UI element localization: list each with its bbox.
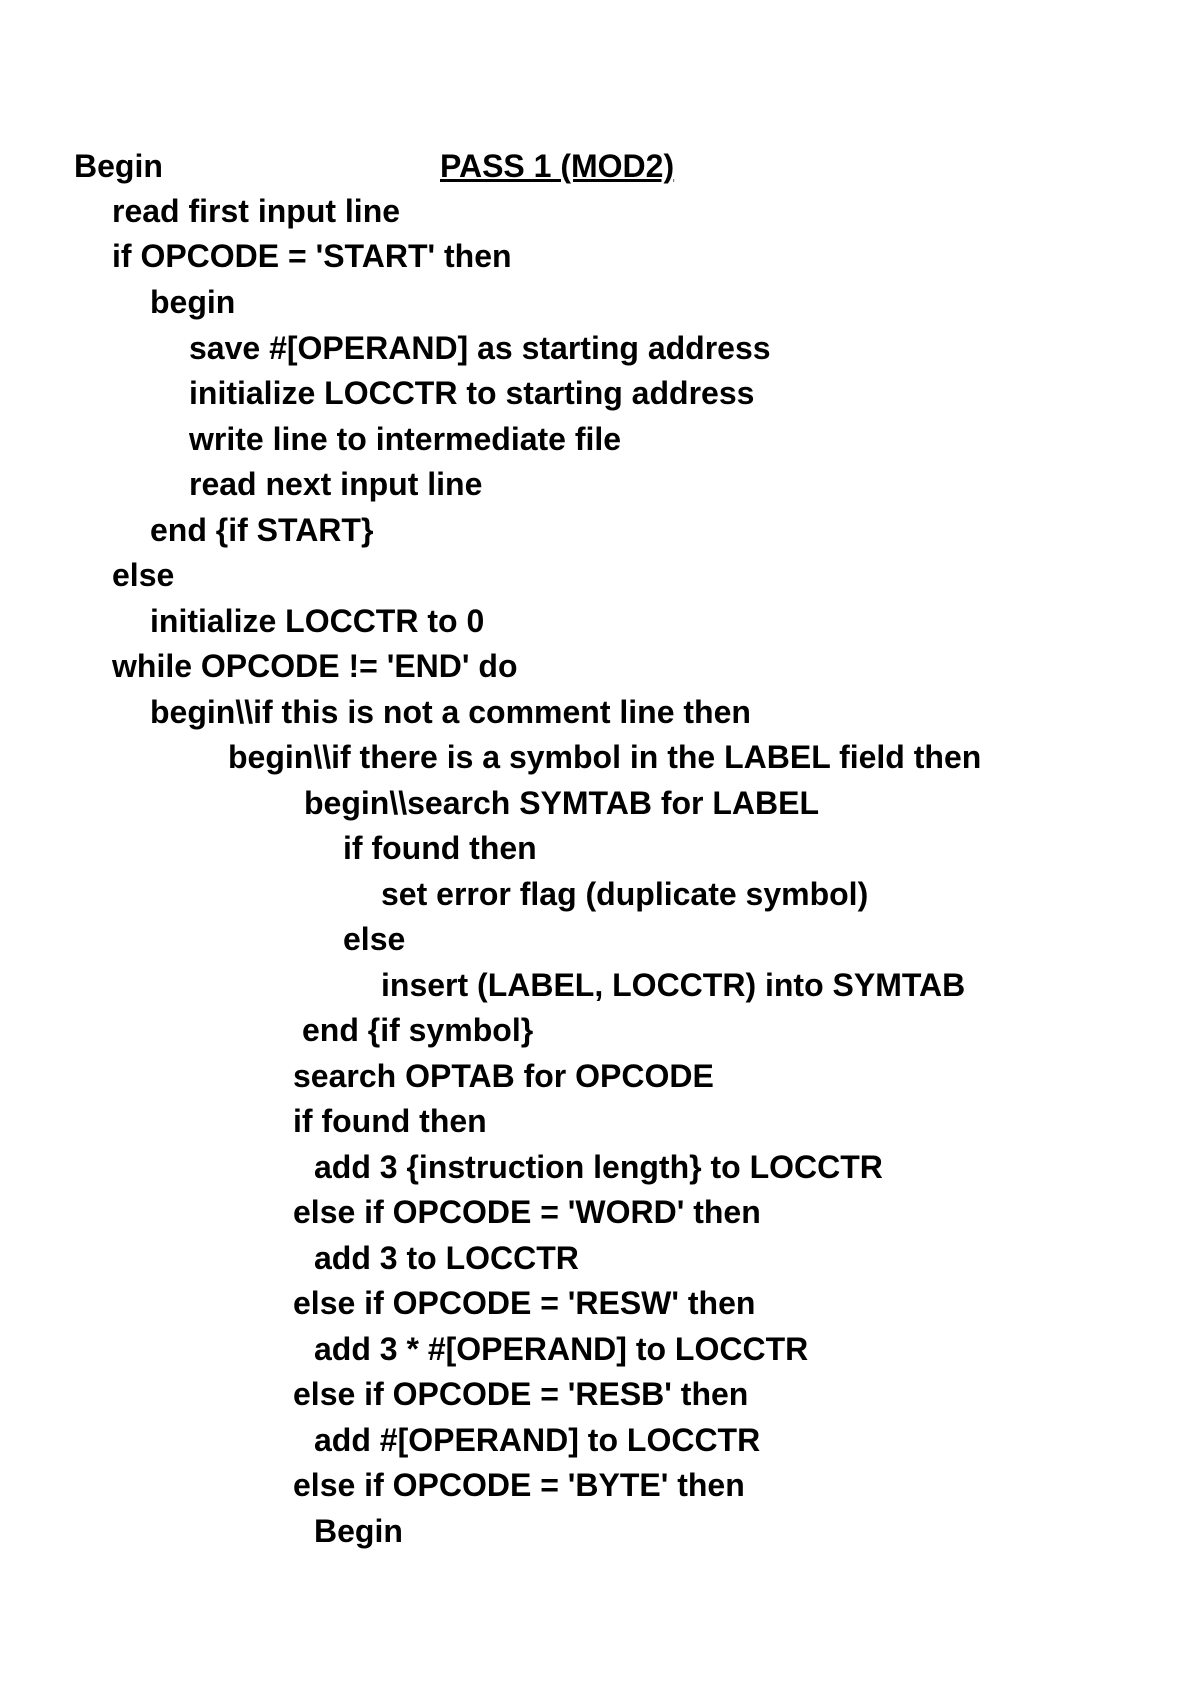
code-line-22: if found then bbox=[293, 1103, 487, 1139]
code-line-27: add 3 * #[OPERAND] to LOCCTR bbox=[314, 1331, 809, 1367]
code-line-26: else if OPCODE = 'RESW' then bbox=[293, 1285, 756, 1321]
code-line-5: save #[OPERAND] as starting address bbox=[189, 330, 771, 366]
code-line-16: if found then bbox=[343, 830, 537, 866]
code-line-1: Begin bbox=[74, 148, 163, 184]
code-line-2: read first input line bbox=[112, 193, 401, 229]
code-line-13: begin\\if this is not a comment line the… bbox=[150, 694, 751, 730]
code-line-21: search OPTAB for OPCODE bbox=[293, 1058, 714, 1094]
code-line-20: end {if symbol} bbox=[302, 1012, 534, 1048]
document-title: PASS 1 (MOD2) bbox=[440, 148, 675, 184]
code-line-3: if OPCODE = 'START' then bbox=[112, 238, 512, 274]
code-line-29: add #[OPERAND] to LOCCTR bbox=[314, 1422, 761, 1458]
code-line-7: write line to intermediate file bbox=[189, 421, 622, 457]
code-line-14: begin\\if there is a symbol in the LABEL… bbox=[228, 739, 982, 775]
code-line-28: else if OPCODE = 'RESB' then bbox=[293, 1376, 749, 1412]
code-line-31: Begin bbox=[314, 1513, 403, 1549]
code-line-23: add 3 {instruction length} to LOCCTR bbox=[314, 1149, 883, 1185]
code-line-18: else bbox=[343, 921, 406, 957]
code-line-17: set error flag (duplicate symbol) bbox=[381, 876, 869, 912]
code-line-4: begin bbox=[150, 284, 236, 320]
code-line-19: insert (LABEL, LOCCTR) into SYMTAB bbox=[381, 967, 966, 1003]
code-line-9: end {if START} bbox=[150, 512, 374, 548]
code-line-8: read next input line bbox=[189, 466, 483, 502]
code-line-12: while OPCODE != 'END' do bbox=[112, 648, 518, 684]
code-line-24: else if OPCODE = 'WORD' then bbox=[293, 1194, 761, 1230]
code-line-11: initialize LOCCTR to 0 bbox=[150, 603, 485, 639]
code-line-30: else if OPCODE = 'BYTE' then bbox=[293, 1467, 745, 1503]
code-line-25: add 3 to LOCCTR bbox=[314, 1240, 579, 1276]
code-line-15: begin\\search SYMTAB for LABEL bbox=[304, 785, 820, 821]
code-line-10: else bbox=[112, 557, 175, 593]
code-line-6: initialize LOCCTR to starting address bbox=[189, 375, 755, 411]
